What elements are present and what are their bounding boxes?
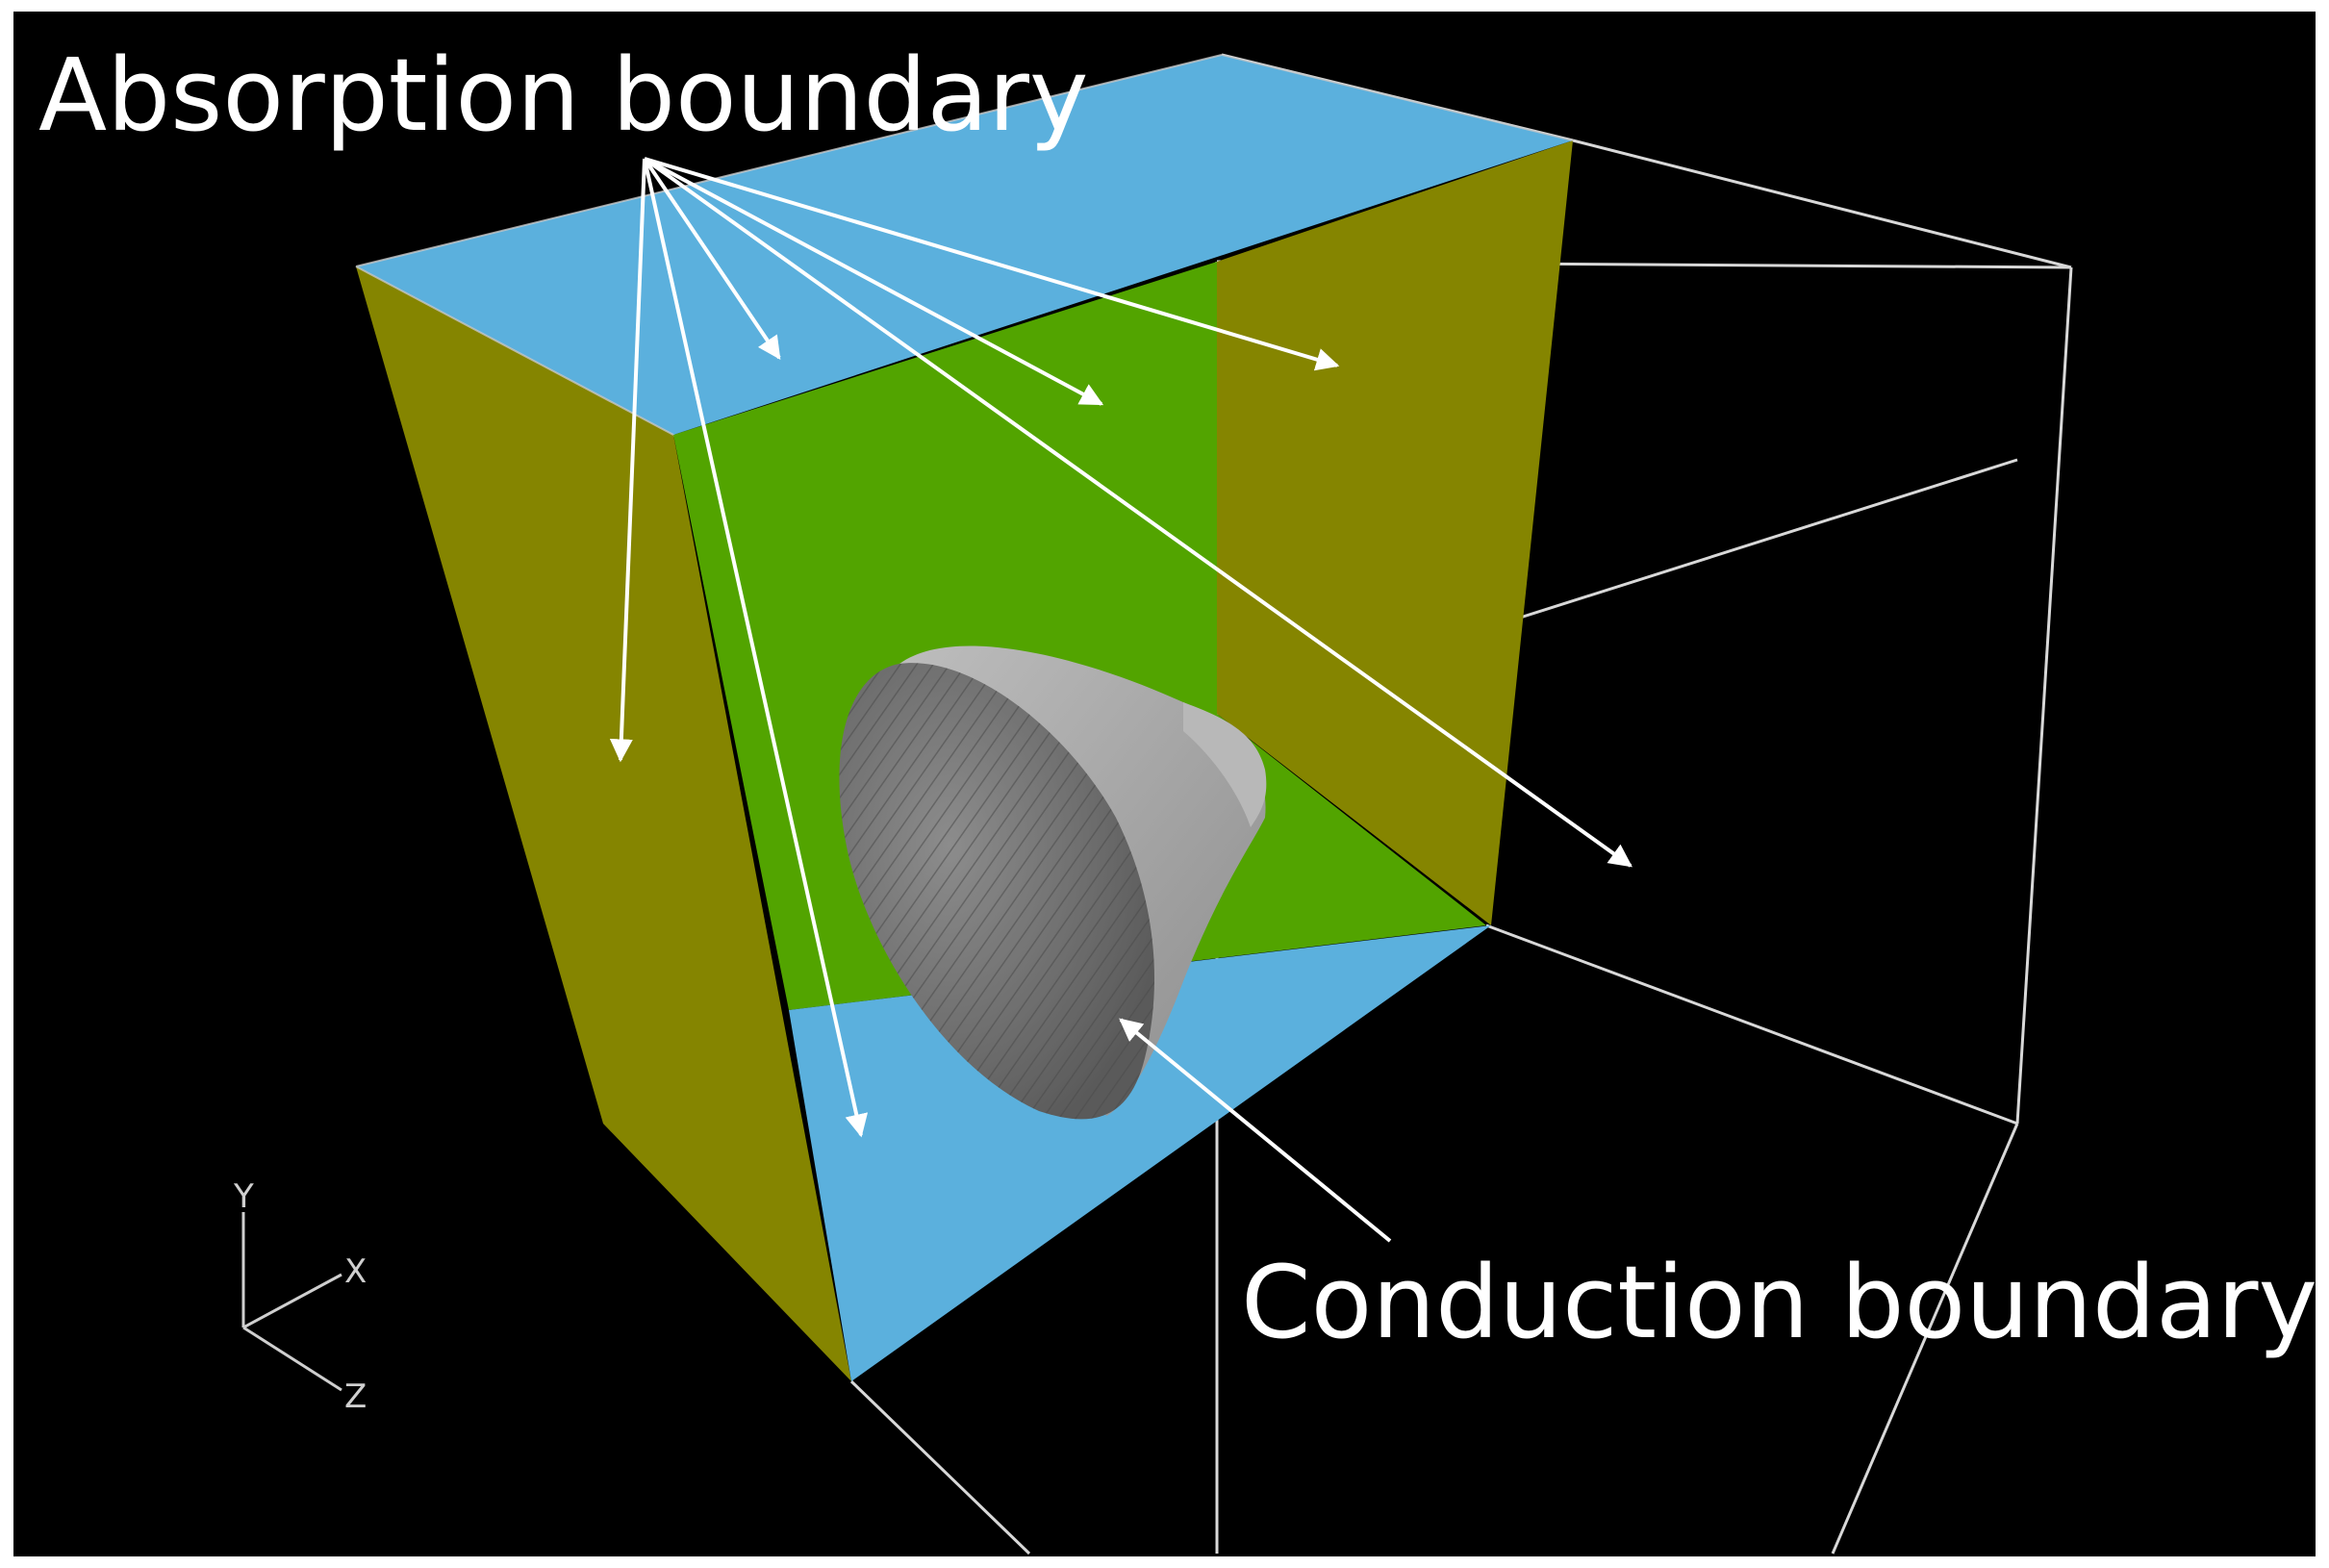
axis-triad (241, 1212, 342, 1392)
arrow-bottom-face (643, 158, 869, 1138)
arrow-top-face (643, 157, 781, 360)
conduction-arrow (1119, 1018, 1392, 1243)
cone-tip (1183, 702, 1267, 827)
axis-x-line (242, 1273, 342, 1329)
conduction-boundary-label: Conduction boundary (1241, 1244, 2317, 1361)
arrow-open-side (643, 157, 1633, 868)
axis-x-label: X (344, 1252, 367, 1291)
conductor-object (839, 645, 1267, 1120)
face-edges (355, 54, 1574, 436)
right-side-face (1217, 140, 1573, 925)
axis-z-line (242, 1326, 342, 1392)
cone-base-ridges (839, 663, 1154, 1120)
left-side-face (356, 266, 851, 1381)
arrow-right-face (644, 157, 1340, 371)
top-face (356, 55, 1573, 435)
absorption-boundary-label: Absorption boundary (38, 37, 1089, 154)
axis-z-label: Z (344, 1378, 367, 1416)
arrow-left-face (609, 158, 646, 763)
axis-y-label: Y (233, 1177, 254, 1216)
absorption-arrows (609, 157, 1633, 1138)
arrow-back-face (644, 157, 1104, 406)
